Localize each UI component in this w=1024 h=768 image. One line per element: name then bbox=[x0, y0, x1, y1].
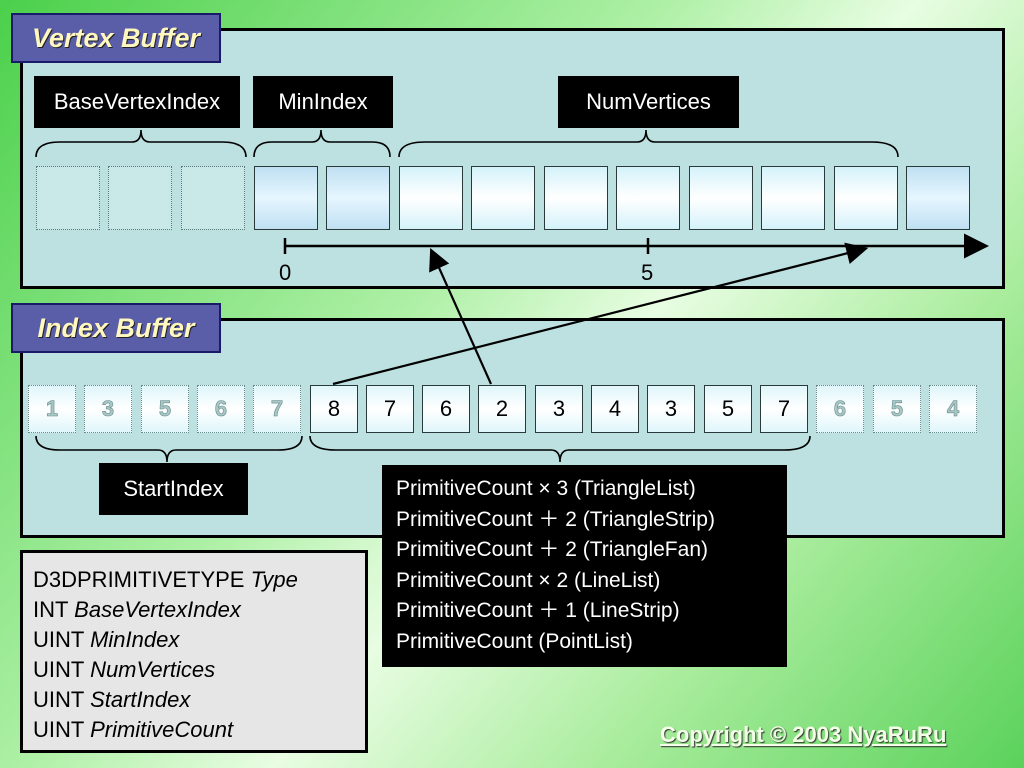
index-8-arrow bbox=[332, 242, 869, 386]
index-2-arrow bbox=[429, 247, 493, 385]
index-cell: 1 bbox=[28, 385, 76, 433]
index-cell: 7 bbox=[253, 385, 301, 433]
parameter-row: UINT NumVertices bbox=[33, 657, 216, 682]
axis-label-5: 5 bbox=[641, 260, 654, 285]
vertex-cell bbox=[761, 166, 825, 230]
min-index-brace bbox=[253, 129, 391, 158]
index-buffer-title: Index Buffer bbox=[11, 303, 221, 353]
vertex-cell bbox=[181, 166, 245, 230]
formula-row: PrimitiveCount (PointList) bbox=[396, 629, 633, 653]
index-cell: 3 bbox=[535, 385, 583, 433]
index-cell: 3 bbox=[647, 385, 695, 433]
parameter-row: UINT MinIndex bbox=[33, 627, 180, 652]
index-cell: 3 bbox=[84, 385, 132, 433]
formula-row: PrimitiveCount × 2 (LineList) bbox=[396, 568, 661, 592]
primitive-count-formulas: PrimitiveCount × 3 (TriangleList) Primit… bbox=[382, 465, 787, 667]
primitive-count-brace bbox=[309, 435, 811, 463]
index-cell: 7 bbox=[760, 385, 808, 433]
vertex-cell bbox=[471, 166, 535, 230]
num-vertices-label: NumVertices bbox=[558, 76, 739, 128]
vertex-buffer-title: Vertex Buffer bbox=[11, 13, 221, 63]
vertex-cell bbox=[326, 166, 390, 230]
parameter-row: UINT PrimitiveCount bbox=[33, 717, 234, 742]
index-cell: 6 bbox=[816, 385, 864, 433]
index-cell: 7 bbox=[366, 385, 414, 433]
min-index-label: MinIndex bbox=[253, 76, 393, 128]
formula-row: PrimitiveCount ＋ 1 (LineStrip) bbox=[396, 599, 680, 622]
vertex-cell bbox=[254, 166, 318, 230]
parameter-row: D3DPRIMITIVETYPE Type bbox=[33, 567, 298, 592]
base-vertex-index-label: BaseVertexIndex bbox=[34, 76, 240, 128]
index-cell: 5 bbox=[704, 385, 752, 433]
formula-row: PrimitiveCount × 3 (TriangleList) bbox=[396, 477, 696, 500]
vertex-cell bbox=[834, 166, 898, 230]
index-cell: 6 bbox=[197, 385, 245, 433]
parameter-row: UINT StartIndex bbox=[33, 687, 191, 712]
index-cell: 5 bbox=[141, 385, 189, 433]
parameter-row: INT BaseVertexIndex bbox=[33, 597, 241, 622]
start-index-brace bbox=[35, 435, 303, 463]
vertex-cell bbox=[36, 166, 100, 230]
vertex-cell bbox=[689, 166, 753, 230]
index-cell: 2 bbox=[478, 385, 526, 433]
index-cell: 8 bbox=[310, 385, 358, 433]
index-cell: 4 bbox=[929, 385, 977, 433]
formula-row: PrimitiveCount ＋ 2 (TriangleStrip) bbox=[396, 507, 715, 531]
index-cell: 4 bbox=[591, 385, 639, 433]
vertex-cell bbox=[616, 166, 680, 230]
parameter-list: D3DPRIMITIVETYPE Type INT BaseVertexInde… bbox=[20, 550, 368, 753]
index-cell: 6 bbox=[422, 385, 470, 433]
vertex-cell bbox=[906, 166, 970, 230]
num-vertices-brace bbox=[398, 129, 899, 158]
base-vertex-index-brace bbox=[35, 129, 247, 158]
index-cell: 5 bbox=[873, 385, 921, 433]
copyright-text: Copyright © 2003 NyaRuRu bbox=[660, 722, 947, 747]
vertex-cell bbox=[399, 166, 463, 230]
vertex-cell bbox=[544, 166, 608, 230]
axis-label-0: 0 bbox=[279, 260, 292, 285]
start-index-label: StartIndex bbox=[99, 463, 248, 515]
formula-row: PrimitiveCount ＋ 2 (TriangleFan) bbox=[396, 538, 708, 561]
vertex-cell bbox=[108, 166, 172, 230]
